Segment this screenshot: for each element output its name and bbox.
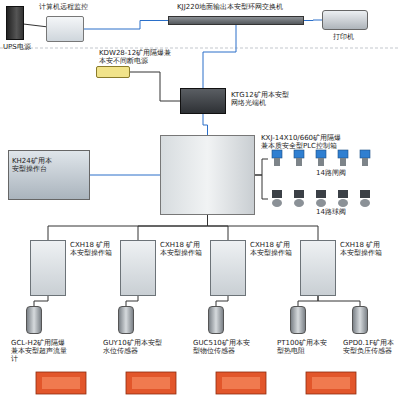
device-label: CXH18 矿用本安型操作箱: [70, 241, 116, 257]
junction-boxes: [36, 372, 356, 394]
device-label: GUY10矿用本安型水位传感器: [103, 339, 163, 355]
device-label: 计算机远程监控: [39, 3, 109, 11]
device-label: KH24矿用本安型操作台: [12, 157, 56, 173]
connector-line: [126, 296, 138, 306]
device-label: GPD0.1F矿用本安型负压传感器: [343, 339, 395, 355]
connector-line: [208, 215, 229, 240]
valve-group: 14路闸阀: [268, 150, 378, 168]
connector-line: [304, 20, 322, 22]
device-label: KTG12矿用本安型网络光端机: [231, 91, 289, 107]
connector-line: [138, 215, 208, 240]
optical-terminal: KTG12矿用本安型网络光端机: [180, 88, 226, 114]
connector-line: [255, 159, 268, 175]
sensor-device: GUY10矿用本安型水位传感器: [118, 306, 134, 334]
connector-line: [203, 25, 236, 88]
network-switch: KJJ220地面输出本安型环网交换机: [168, 16, 304, 25]
device-label: UPS电源: [3, 43, 43, 51]
connector-line: [24, 24, 46, 27]
connector-line: [208, 215, 319, 240]
connector-line: [90, 175, 160, 176]
power-supply: KDW28-12矿用隔爆兼本安不间断电源: [96, 66, 130, 78]
operation-box: CXH18 矿用本安型操作箱: [300, 240, 336, 296]
device-label: CXH18 矿用本安型操作箱: [160, 241, 206, 257]
gate-valve-icons: [272, 150, 370, 166]
device-label: 14路闸阀: [316, 169, 366, 177]
device-label: 打印机: [333, 33, 373, 41]
operator-console: KH24矿用本安型操作台: [8, 150, 90, 200]
connector-line: [34, 296, 48, 306]
level-divider: [0, 48, 400, 49]
device-label: KJJ220地面输出本安型环网交换机: [177, 3, 307, 11]
ball-valve-icons: [272, 190, 370, 207]
computer-device: 计算机远程监控: [46, 16, 84, 42]
plc-cabinet: KXJ-14X10/660矿用隔爆兼本质安全型PLC控制箱: [160, 135, 255, 215]
sensor-device: PT100矿用本安型热电阻: [290, 306, 306, 334]
connector-line: [298, 296, 318, 306]
device-label: PT100矿用本安型热电阻: [277, 339, 329, 355]
connector-line: [255, 175, 268, 199]
sensor-device: GPD0.1F矿用本安型负压传感器: [352, 306, 368, 334]
device-label: KDW28-12矿用隔爆兼本安不间断电源: [99, 49, 177, 65]
printer-device: 打印机: [322, 10, 368, 30]
device-label: GCL-H2矿用隔爆兼本安型超声流量计: [11, 339, 71, 363]
operation-box: CXH18 矿用本安型操作箱: [30, 240, 66, 296]
valve-group: 14路球阀: [268, 190, 378, 208]
connector-line: [130, 72, 180, 101]
ups-device: UPS电源: [6, 6, 24, 40]
sensor-device: GUC510矿用本安型物位传感器: [208, 306, 224, 334]
device-label: KXJ-14X10/660矿用隔爆兼本质安全型PLC控制箱: [261, 134, 347, 150]
operation-box: CXH18 矿用本安型操作箱: [210, 240, 246, 296]
connector-line: [84, 21, 168, 30]
device-label: GUC510矿用本安型物位传感器: [193, 339, 253, 355]
connector-line: [318, 296, 360, 306]
sensor-device: GCL-H2矿用隔爆兼本安型超声流量计: [26, 306, 42, 334]
operation-box: CXH18 矿用本安型操作箱: [120, 240, 156, 296]
connector-line: [216, 296, 228, 306]
device-label: CXH18 矿用本安型操作箱: [340, 241, 386, 257]
connector-line: [48, 215, 208, 240]
connector-line: [203, 114, 208, 135]
device-label: CXH18 矿用本安型操作箱: [250, 241, 296, 257]
device-label: 14路球阀: [316, 208, 366, 216]
